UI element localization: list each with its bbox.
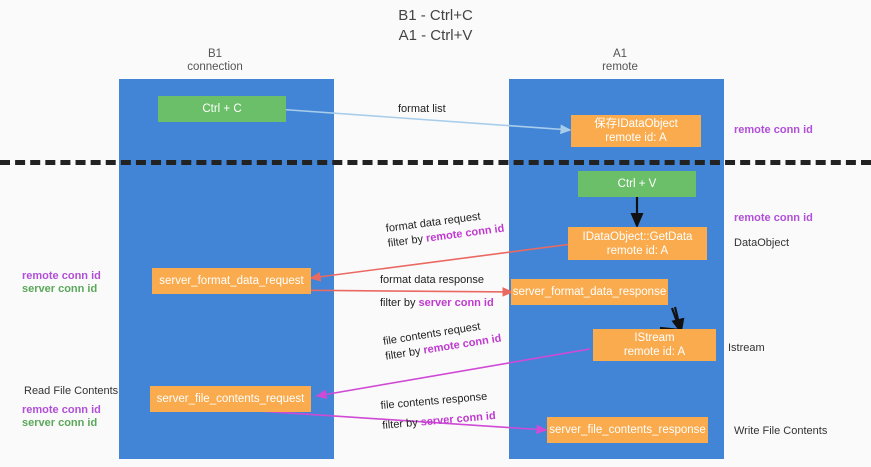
arrow-file-contents-request [315, 348, 591, 400]
section-divider [0, 160, 871, 165]
edge-label-format-list: format list [398, 102, 446, 117]
edge-label-format-list-text: format list [398, 103, 446, 115]
node-server-format-data-request[interactable]: server_format_data_request [152, 268, 311, 294]
annotation-left-remote-conn-id-mid: remote conn id [22, 270, 101, 282]
edge-label-file-contents-response-line2: filter by [381, 416, 422, 432]
node-server-file-contents-request[interactable]: server_file_contents_request [150, 386, 311, 412]
annotation-istream: Istream [728, 342, 765, 354]
node-istream[interactable]: IStream remote id: A [593, 329, 716, 361]
annotation-left-server-conn-id-bottom: server conn id [22, 417, 98, 429]
annotation-remote-conn-id-top: remote conn id [734, 124, 813, 136]
arrow-format-list [275, 108, 572, 135]
annotation-write-file-contents: Write File Contents [734, 425, 828, 437]
edge-label-format-data-response: format data response filter by server co… [380, 273, 494, 311]
annotation-dataobject: DataObject [734, 237, 790, 249]
edge-label-format-data-response-accent: server conn id [418, 297, 494, 309]
node-server-format-data-response[interactable]: server_format_data_response [511, 279, 668, 305]
node-idataobject-getdata[interactable]: IDataObject::GetData remote id: A [568, 227, 707, 260]
node-ctrl-c[interactable]: Ctrl + C [158, 96, 286, 122]
arrow-response-to-istream-shaft [671, 306, 685, 335]
edge-label-format-data-request-line2: filter by [387, 232, 427, 250]
edge-label-format-data-response-line2: filter by [380, 297, 419, 309]
node-save-idataobject[interactable]: 保存IDataObject remote id: A [571, 115, 701, 147]
annotation-left-remote-conn-id-bottom: remote conn id [22, 404, 101, 416]
node-server-file-contents-response[interactable]: server_file_contents_response [547, 417, 708, 443]
page-title: B1 - Ctrl+C A1 - Ctrl+V [398, 7, 473, 44]
annotation-remote-conn-id-mid: remote conn id [734, 212, 813, 224]
column-header-b1: B1 connection [187, 48, 243, 73]
arrow-format-data-request [309, 243, 573, 282]
annotation-left-server-conn-id-mid: server conn id [22, 283, 98, 295]
node-ctrl-v[interactable]: Ctrl + V [578, 171, 696, 197]
annotation-read-file-contents: Read File Contents [24, 385, 119, 397]
edge-label-format-data-response-line1: format data response [380, 274, 484, 286]
column-header-a1: A1 remote [602, 48, 638, 73]
